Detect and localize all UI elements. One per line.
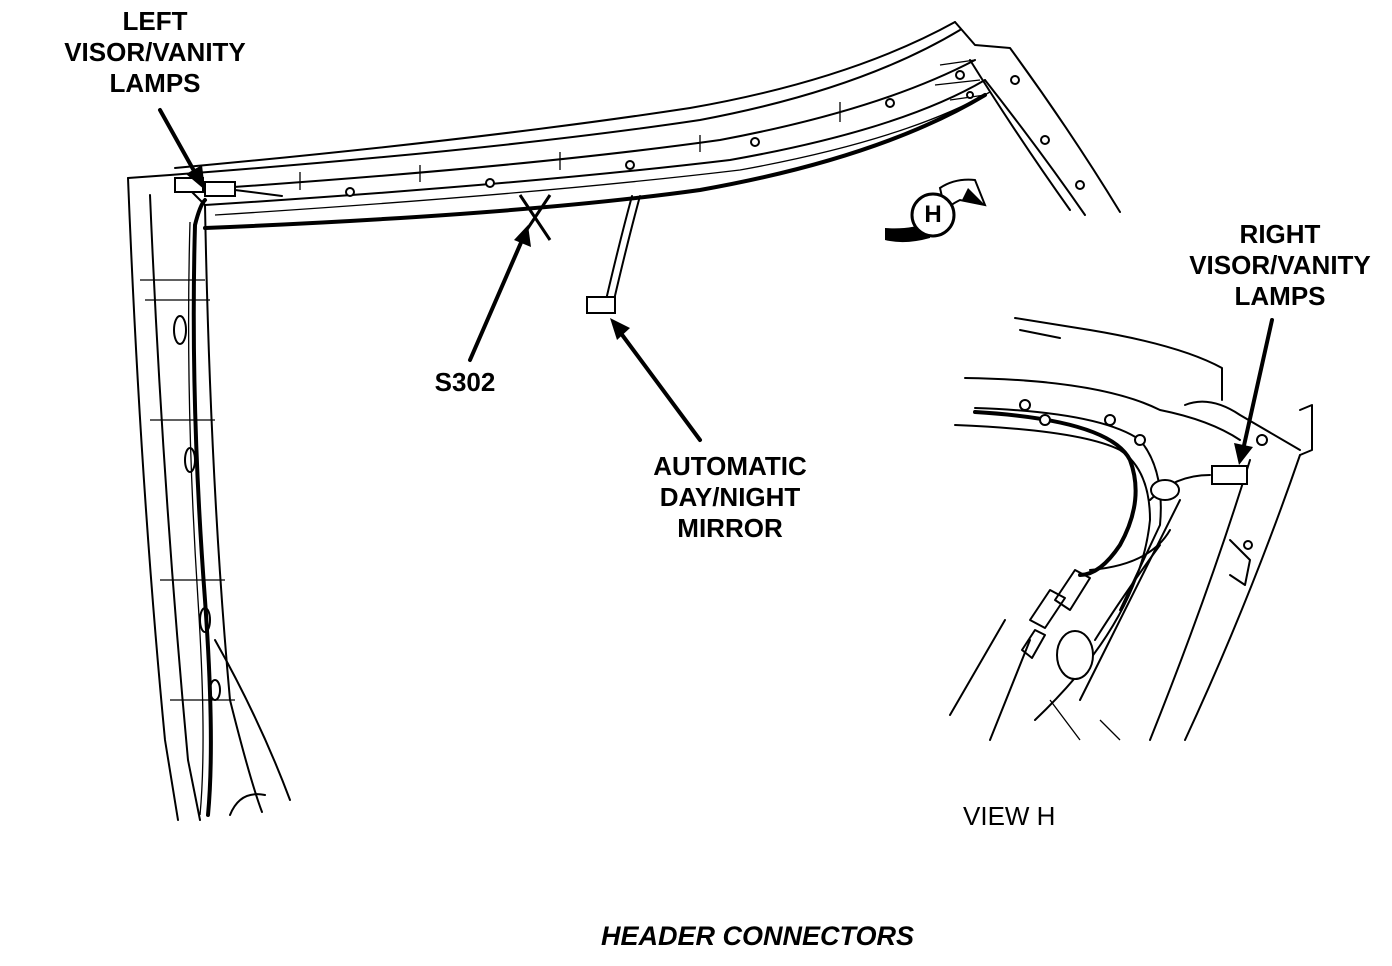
right-visor-vanity-lamps-label: RIGHT VISOR/VANITY LAMPS [1189, 219, 1371, 311]
windshield-frame [127, 21, 1121, 821]
view-h-marker-letter: H [924, 201, 942, 228]
view-h-detail [949, 317, 1313, 741]
view-h-indicator [885, 178, 987, 243]
header-wire-harness [174, 93, 987, 817]
left-visor-vanity-lamps-label: LEFT VISOR/VANITY LAMPS [64, 6, 246, 98]
leader-arrows [158, 108, 1274, 465]
s302-splice-label: S302 [434, 367, 496, 397]
mirror-connector [586, 296, 616, 314]
figure-caption: HEADER CONNECTORS [601, 921, 915, 951]
automatic-day-night-mirror-label: AUTOMATIC DAY/NIGHT MIRROR [653, 451, 807, 543]
view-h-title: VIEW H [963, 801, 1056, 831]
view-h-marker [910, 192, 956, 238]
